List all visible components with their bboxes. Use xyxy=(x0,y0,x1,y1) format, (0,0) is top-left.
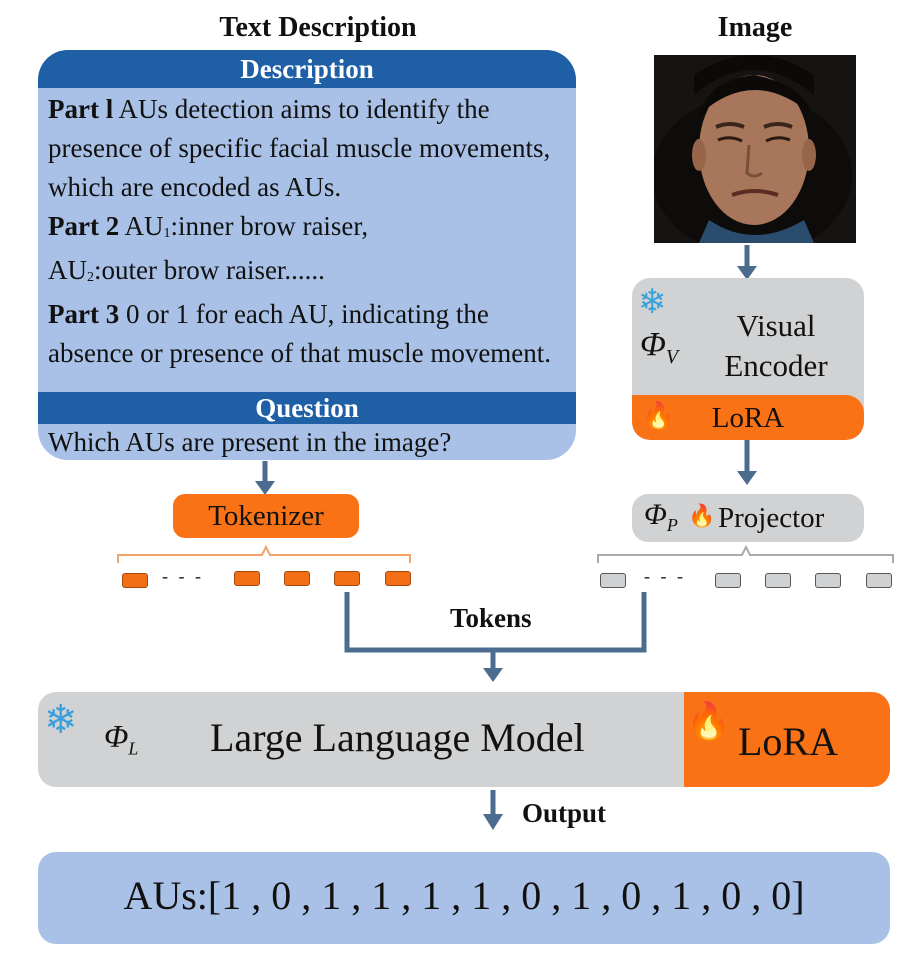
llm-block: ❄ ΦL Large Language Model 🔥 LoRA xyxy=(38,692,890,787)
text-token xyxy=(385,571,411,586)
text-token xyxy=(334,571,360,586)
visual-encoder-lora: 🔥 LoRA xyxy=(632,395,864,440)
visual-token-ellipsis: - - - xyxy=(644,566,686,586)
arrowhead-projector xyxy=(737,471,757,485)
flame-icon: 🔥 xyxy=(688,503,716,528)
output-label: Output xyxy=(522,798,607,828)
question-text: Which AUs are present in the image? xyxy=(48,427,452,457)
text-token-ellipsis: - - - xyxy=(162,566,204,586)
part3-text: 0 or 1 for each AU, indicating the absen… xyxy=(48,299,552,368)
visual-token xyxy=(715,573,741,588)
visual-encoder-block: ❄ ΦV Visual Encoder 🔥 LoRA xyxy=(632,278,864,440)
flame-icon: 🔥 xyxy=(686,701,731,741)
snowflake-icon: ❄ xyxy=(44,697,78,742)
projector-label: Projector xyxy=(718,502,825,534)
snowflake-icon: ❄ xyxy=(638,284,667,321)
arrowhead-tokenizer xyxy=(255,481,275,495)
flame-icon: 🔥 xyxy=(642,401,675,430)
llm-phi: ΦL xyxy=(104,718,139,759)
output-text: AUs:[1 , 0 , 1 , 1 , 1 , 1 , 0 , 1 , 0 ,… xyxy=(123,873,805,918)
text-token xyxy=(234,571,260,586)
text-token xyxy=(284,571,310,586)
text-description-heading: Text Description xyxy=(219,12,417,43)
tokens-label: Tokens xyxy=(450,603,532,633)
visual-token xyxy=(866,573,892,588)
au2-prefix: AU xyxy=(48,255,87,285)
output-box: AUs:[1 , 0 , 1 , 1 , 1 , 1 , 0 , 1 , 0 ,… xyxy=(38,852,890,944)
part1-label: Part l xyxy=(48,94,114,124)
au1-prefix: AU xyxy=(119,211,164,241)
visual-encoder-phi: ΦV xyxy=(640,326,679,368)
llm-lora: 🔥 LoRA xyxy=(684,692,890,787)
part3-label: Part 3 xyxy=(48,299,120,329)
tokenizer-brace xyxy=(117,544,411,563)
description-title: Description xyxy=(38,50,576,88)
part1-text: AUs detection aims to identify the prese… xyxy=(48,94,551,202)
visual-token xyxy=(765,573,791,588)
projector-block: ΦP 🔥 Projector xyxy=(632,494,864,542)
visual-encoder-label: Visual Encoder xyxy=(724,308,828,383)
question-title: Question xyxy=(38,392,576,424)
projector-brace xyxy=(597,544,894,563)
face-image xyxy=(654,55,856,243)
text-token xyxy=(122,573,148,588)
au1-subscript: 1 xyxy=(163,226,171,241)
part2-label: Part 2 xyxy=(48,211,120,241)
au2-subscript: 2 xyxy=(87,270,94,285)
image-heading: Image xyxy=(717,12,793,43)
face-illustration xyxy=(654,55,852,243)
au2-text: :outer brow raiser...... xyxy=(94,255,325,285)
description-box: Description Part l AUs detection aims to… xyxy=(38,50,576,460)
description-text: Part l AUs detection aims to identify th… xyxy=(48,90,568,373)
llm-label: Large Language Model xyxy=(210,715,585,760)
au1-text: :inner brow raiser, xyxy=(170,211,369,241)
arrowhead-output xyxy=(483,814,503,830)
tokenizer-block: Tokenizer xyxy=(173,494,359,538)
visual-token xyxy=(815,573,841,588)
projector-phi: ΦP xyxy=(644,498,678,535)
arrowhead-llm xyxy=(483,668,503,682)
visual-token xyxy=(600,573,626,588)
